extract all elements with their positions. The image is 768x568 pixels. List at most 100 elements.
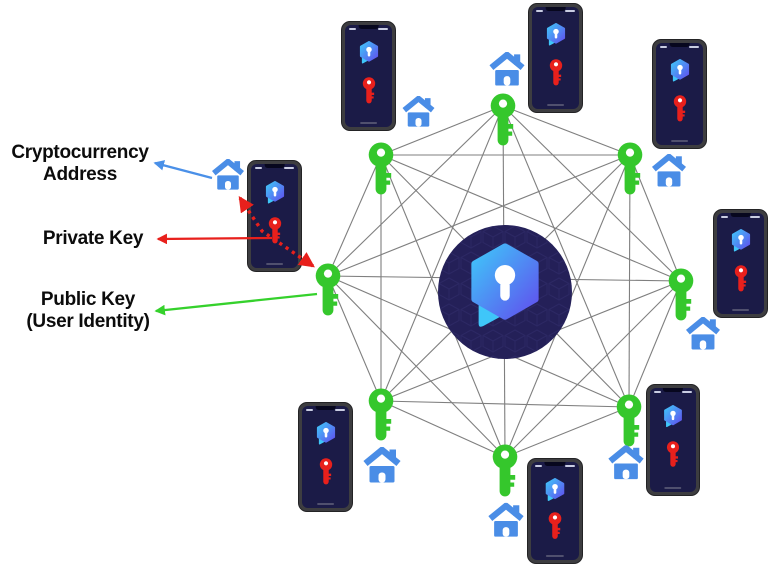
house-address-icon-annotated-left <box>210 159 246 190</box>
wallet-app-shield-logo-icon <box>662 405 683 428</box>
network-edge <box>327 105 504 277</box>
phone-screen <box>532 7 579 109</box>
phone-home-indicator <box>546 104 565 106</box>
wallet-app-shield-logo-icon <box>545 23 567 47</box>
private-key-icon <box>548 59 562 86</box>
network-edge <box>504 280 682 458</box>
public-key-icon-top-left <box>367 142 395 196</box>
wallet-app-shield-logo-icon <box>358 41 380 65</box>
network-hub <box>438 225 572 359</box>
phone-screen <box>656 43 703 145</box>
phone-annotated-left <box>247 160 302 272</box>
phone-home-indicator <box>265 263 284 265</box>
phone-notch <box>545 7 566 11</box>
network-edge <box>380 400 506 458</box>
network-edge <box>502 105 631 156</box>
private-key-icon <box>361 77 375 104</box>
private-key-icon <box>733 265 747 292</box>
phone-home-indicator <box>316 503 335 505</box>
network-edge <box>504 406 630 458</box>
phone-top <box>528 3 583 113</box>
phone-status-time <box>721 216 728 218</box>
phone-status-time <box>349 28 356 30</box>
house-address-icon-bottom-left <box>362 447 402 483</box>
private-key-icon <box>666 441 680 468</box>
network-edge <box>380 105 504 156</box>
network-edge <box>327 275 506 458</box>
private-key-icon <box>672 95 686 122</box>
public-key-icon-top-right <box>616 142 644 196</box>
private-key-icon <box>267 217 281 244</box>
phone-home-indicator <box>545 555 565 557</box>
label-cryptocurrency-address: Cryptocurrency Address <box>0 142 162 186</box>
public-key-icon-bottom-right <box>615 394 643 448</box>
house-address-icon-top-mid <box>401 96 436 127</box>
network-edge <box>380 154 682 282</box>
public-key-icon-left <box>314 263 342 317</box>
wallet-app-shield-logo-icon <box>264 181 286 205</box>
house-address-icon-bottom-right <box>607 445 645 480</box>
phone-status-icons <box>689 46 699 48</box>
label-public-key: Public Key (User Identity) <box>2 289 174 333</box>
phone-status-icons <box>378 28 388 30</box>
wallet-app-shield-logo-icon <box>544 478 566 502</box>
phone-screen <box>650 388 696 492</box>
phone-top-right <box>652 39 707 149</box>
wallet-app-shield-logo-icon <box>730 229 752 253</box>
phone-home-indicator <box>670 140 689 142</box>
phone-right <box>713 209 768 318</box>
phone-status-time <box>654 391 661 393</box>
phone-bottom <box>527 458 583 564</box>
phone-screen <box>531 462 579 560</box>
wallet-app-shield-logo-icon <box>315 422 337 446</box>
phone-notch <box>544 462 566 466</box>
network-edge <box>502 105 682 282</box>
phone-home-indicator <box>359 122 378 124</box>
house-address-icon-top-right <box>650 154 688 187</box>
phone-top-left <box>341 21 396 131</box>
phone-notch <box>264 164 285 168</box>
house-address-icon-right <box>683 317 723 350</box>
phone-notch <box>662 388 684 392</box>
private-key-icon <box>548 512 562 540</box>
public-key-icon-right <box>667 268 695 322</box>
phone-screen <box>717 213 764 314</box>
phone-status-icons <box>284 167 294 169</box>
label-line: Cryptocurrency <box>11 142 149 163</box>
phone-status-icons <box>565 10 575 12</box>
phone-status-icons <box>335 409 345 411</box>
public-key-icon-bottom <box>491 444 519 498</box>
house-address-icon-bottom <box>487 502 525 538</box>
network-edge <box>502 105 630 408</box>
network-edge <box>628 280 682 408</box>
phone-status-time <box>255 167 262 169</box>
label-line: Address <box>43 164 117 185</box>
phone-status-icons <box>750 216 760 218</box>
label-line: (User Identity) <box>26 311 150 332</box>
phone-notch <box>669 43 690 47</box>
private-key-icon <box>318 458 332 485</box>
network-edge <box>380 400 630 408</box>
phone-notch <box>315 406 336 410</box>
public-key-icon-top <box>489 93 517 147</box>
phone-status-time <box>306 409 313 411</box>
phone-status-icons <box>565 465 575 467</box>
label-line: Private Key <box>42 228 144 249</box>
phone-status-time <box>660 46 667 48</box>
phone-status-time <box>535 465 542 467</box>
network-edge <box>327 154 631 277</box>
phone-screen <box>302 406 349 508</box>
label-private-key: Private Key <box>12 228 174 250</box>
phone-home-indicator <box>664 487 682 489</box>
phone-status-time <box>536 10 543 12</box>
phone-bottom-left <box>298 402 353 512</box>
wallet-app-shield-logo-icon <box>669 59 691 83</box>
phone-status-icons <box>682 391 692 393</box>
phone-notch <box>358 25 379 29</box>
phone-screen <box>251 164 298 268</box>
phone-bottom-right <box>646 384 700 496</box>
house-address-icon-top <box>488 52 526 86</box>
network-edge <box>327 154 382 277</box>
label-line: Public Key <box>40 289 136 310</box>
phone-notch <box>730 213 751 217</box>
